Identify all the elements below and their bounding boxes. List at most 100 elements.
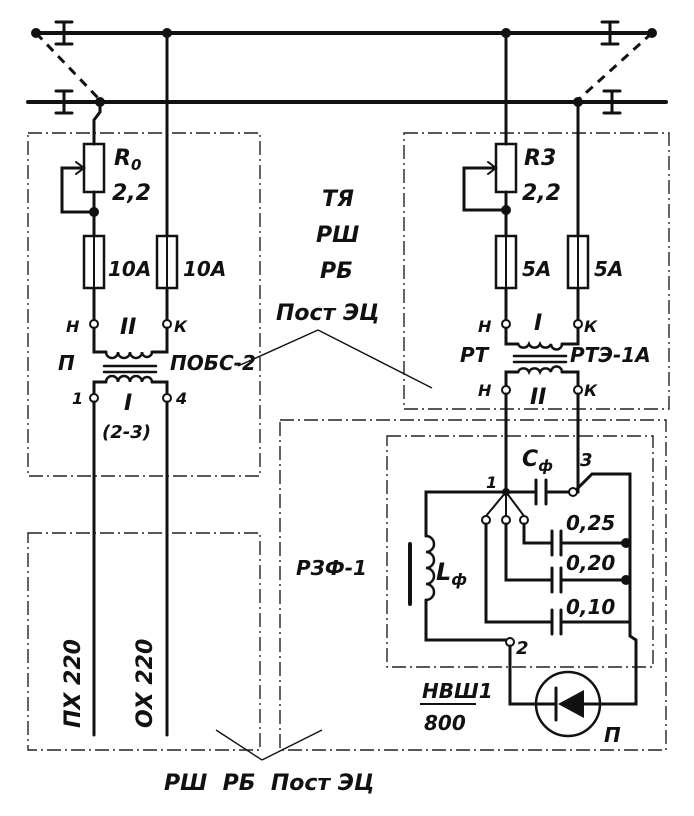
label-tya: ТЯ [322, 187, 354, 212]
label-fuse-right-1: 5A [522, 257, 551, 281]
enclosures [27, 132, 670, 751]
label-term-k-right-top: К [584, 317, 598, 336]
rails [26, 20, 668, 115]
wire [508, 644, 538, 706]
resistor-r3 [494, 142, 518, 194]
wire [150, 326, 169, 354]
winding-i-left [104, 374, 154, 384]
label-c025: 0,25 [566, 511, 615, 535]
winding-i-right [516, 340, 564, 351]
tap-contact [505, 491, 525, 517]
wire [559, 541, 632, 624]
label-rsh: РШ [316, 223, 359, 248]
dashed-link-right [576, 31, 654, 102]
joint-icon-bl [54, 89, 74, 115]
label-rte: РТЭ-1А [570, 343, 651, 367]
resistor-ro [82, 142, 106, 194]
label-term-1-left: 1 [72, 389, 83, 408]
leader [215, 729, 263, 761]
label-winding-i-taps: (2-3) [102, 422, 151, 443]
label-nvsh-value: 800 [424, 711, 466, 735]
label-term-n-left: Н [66, 317, 80, 336]
label-r3-value: 2,2 [522, 181, 561, 206]
box-left-top [27, 132, 261, 477]
label-node-1: 1 [486, 473, 497, 492]
rheostat-bypass [462, 166, 508, 212]
tap-contact [485, 491, 507, 517]
label-c010: 0,10 [566, 595, 615, 619]
wire [484, 522, 554, 624]
label-lf: Lф [436, 558, 467, 589]
label-ro: R0 [114, 146, 141, 174]
winding-ii-right [516, 365, 564, 376]
right-top-circuit [462, 31, 590, 494]
arrow-icon [75, 161, 86, 175]
arrow-icon [487, 161, 498, 175]
label-fuse-left-2: 10A [183, 257, 226, 281]
label-rt: РТ [460, 343, 490, 367]
joint-icon-tl [54, 20, 74, 46]
rail-node [647, 28, 657, 38]
wire [150, 380, 169, 396]
label-rb: РБ [320, 259, 353, 284]
rail-node [31, 28, 41, 38]
label-cf: Cф [522, 447, 553, 475]
label-term-k-right-bot: К [584, 381, 598, 400]
wire [504, 370, 520, 388]
label-term-k-left: К [174, 317, 188, 336]
label-winding-ii-right: II [530, 385, 546, 410]
wire [522, 522, 554, 545]
joint-icon-tr [600, 20, 620, 46]
labels: R0 2,2 10A 10A Н К II П ПОБС-2 1 4 I (2-… [58, 146, 651, 796]
joint-icon-br [602, 89, 622, 115]
leader [261, 729, 323, 761]
node-3 [568, 487, 578, 497]
label-px220: ПХ 220 [61, 639, 86, 728]
label-node-3: 3 [580, 450, 593, 471]
wire [504, 326, 520, 346]
label-winding-i-right: I [534, 311, 542, 336]
junction [501, 205, 511, 215]
label-ro-value: 2,2 [112, 181, 151, 206]
wire [424, 490, 508, 538]
label-winding-ii-left: II [120, 315, 136, 340]
label-winding-i-left: I [124, 391, 132, 416]
diode-icon [558, 690, 584, 718]
inductor-lf [424, 534, 436, 602]
label-p-left: П [58, 351, 75, 375]
leader [237, 329, 319, 367]
label-p-right: П [604, 723, 621, 747]
label-ox220: ОХ 220 [133, 639, 158, 728]
box-right-bottom [279, 419, 667, 751]
label-post-ec: Пост ЭЦ [276, 301, 380, 326]
leader [317, 329, 433, 389]
label-term-n-right-top: Н [478, 317, 492, 336]
junction [89, 207, 99, 217]
winding-ii-left [104, 350, 154, 360]
box-left-bottom [27, 532, 261, 751]
label-fuse-right-2: 5A [594, 257, 623, 281]
filter-rzf [408, 472, 638, 738]
wire [598, 634, 638, 706]
wire [92, 100, 102, 146]
label-c020: 0,20 [566, 551, 615, 575]
label-node-2: 2 [516, 638, 529, 659]
wire [424, 598, 508, 642]
label-nvsh: НВШ1 [422, 679, 493, 703]
junction [621, 538, 631, 548]
box-rzf [386, 435, 654, 668]
junction [621, 575, 631, 585]
box-right-top [403, 132, 670, 410]
label-fuse-left-1: 10A [108, 257, 151, 281]
label-term-4-left: 4 [175, 389, 187, 408]
rheostat-bypass [60, 166, 96, 214]
label-r3: R3 [524, 146, 556, 171]
wire [560, 326, 580, 346]
wire [504, 522, 554, 582]
label-bottom: РШ РБ Пост ЭЦ [164, 771, 374, 796]
label-rzf: РЗФ-1 [296, 556, 367, 580]
wire [92, 326, 108, 354]
wire [92, 380, 108, 396]
left-circuit [60, 31, 179, 737]
